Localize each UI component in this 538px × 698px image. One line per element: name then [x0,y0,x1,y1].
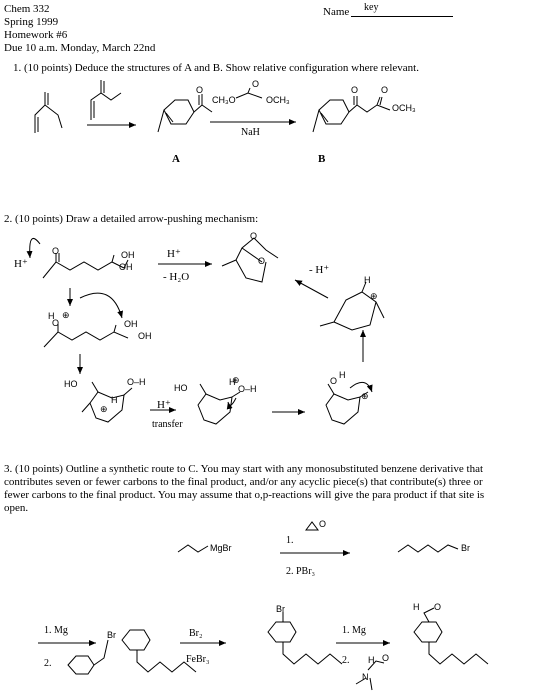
dimethyl-carbonate [235,87,263,99]
bromohexylbenzene [267,612,343,665]
label-b: B [318,153,326,165]
reagent-nah: NaH [241,127,260,138]
h-plus: H⁺ [14,258,28,270]
hemiketal-protonated [197,383,241,425]
isoprene-structure [34,92,63,133]
ester-b-o: O [381,85,389,95]
deprotonation-label: - H⁺ [309,264,330,276]
name-line [351,16,453,17]
int1-plus: ⊕ [62,310,70,320]
dmf-step-2: 2. [342,655,350,666]
benzyl-bromide [67,639,109,675]
dmf-h: H [368,655,375,665]
compound-b [312,96,391,133]
proton-transfer-reagent: H⁺ [157,399,171,411]
int4-plus: ⊕ [361,391,369,401]
ethylene-oxide [305,521,319,531]
mvk-structure [90,80,122,120]
mg-step-1b: 1. Mg [342,625,366,636]
ketone-b-o: O [351,85,359,95]
label-a: A [172,153,180,165]
dmc-ome-right: OCH₃ [266,95,290,105]
ester-ome: OCH₃ [392,103,416,113]
dmf [355,660,385,691]
ketone-o: O [52,246,60,256]
transfer-label: transfer [152,419,183,430]
int3-oh: O–H [238,384,257,394]
diol-oh-2: OH [119,262,133,272]
int1-h: H [48,311,55,321]
int3-plus: ⊕ [232,375,240,385]
propylmagnesium-bromide [177,544,209,553]
compound-a [157,94,213,133]
int4-h: H [339,370,346,380]
int5-plus: ⊕ [370,291,378,301]
int2-plus: ⊕ [100,404,108,414]
oxocarbenium-bicyclic [319,281,385,331]
step-2-pbr3: 2. PBr₃ [286,566,316,577]
benzyl-br: Br [107,630,116,640]
question-3-line-1: 3. (10 points) Outline a synthetic route… [4,463,484,475]
aryl-br: Br [276,604,285,614]
name-label: Name [323,6,350,18]
hexylbenzaldehyde [413,607,489,665]
dmf-o: O [382,653,390,663]
int3-h: H [229,377,236,387]
assignment: Homework #6 [4,29,68,41]
int4-o: O [330,376,338,386]
arrow-deprotonation [294,279,329,299]
lewis-acid: FeBr₃ [186,654,210,665]
ketone-a-o: O [196,85,204,95]
product-o-1: O [250,231,258,241]
question-3-line-3: fewer carbons to the final product. You … [4,489,485,501]
acid-reagent: H⁺ [167,248,181,260]
question-3-line-2: contributes seven or fewer carbons to th… [4,476,483,488]
int1-protonated-o: O [52,318,60,328]
grignard-mgbr: MgBr [210,543,232,553]
name-value: key [364,2,379,13]
bicyclic-ketal [221,237,279,283]
mg-step-1: 1. Mg [44,625,68,636]
dmc-ome-left: CH₃O [212,95,236,105]
diol-oh-1: OH [121,250,135,260]
oxocarbenium [325,381,373,425]
alkyl-bromide-br: Br [461,543,470,553]
course-title: Chem 332 [4,3,50,15]
bromination-reagent: Br₂ [189,628,203,639]
hexylbenzene [121,629,197,673]
int2-oh: O–H [127,377,146,387]
dmf-n: N [362,672,369,682]
keto-diol [26,237,129,279]
due-date: Due 10 a.m. Monday, March 22nd [4,42,156,54]
dmc-o: O [252,79,260,89]
aldehyde-o: O [434,602,442,612]
protonated-ketone [43,292,129,348]
step-1: 1. [286,535,294,546]
cyclic-oxonium [81,381,133,423]
question-1: 1. (10 points) Deduce the structures of … [13,62,419,74]
question-2: 2. (10 points) Draw a detailed arrow-pus… [4,213,259,225]
int2-h: H [111,395,118,405]
int5-h: H [364,275,371,285]
term: Spring 1999 [4,16,59,28]
mg-step-2: 2. [44,658,52,669]
int3-ho: HO [174,383,188,393]
int2-ho: HO [64,379,78,389]
water-loss: - H₂O [163,271,190,283]
epoxide-o: O [319,519,327,529]
int1-oh: OH [124,319,138,329]
product-o-2: O [258,256,266,266]
int1-oh2: OH [138,331,152,341]
pentyl-bromide [397,544,459,553]
aldehyde-h: H [413,602,420,612]
question-3-line-4: open. [4,502,29,514]
